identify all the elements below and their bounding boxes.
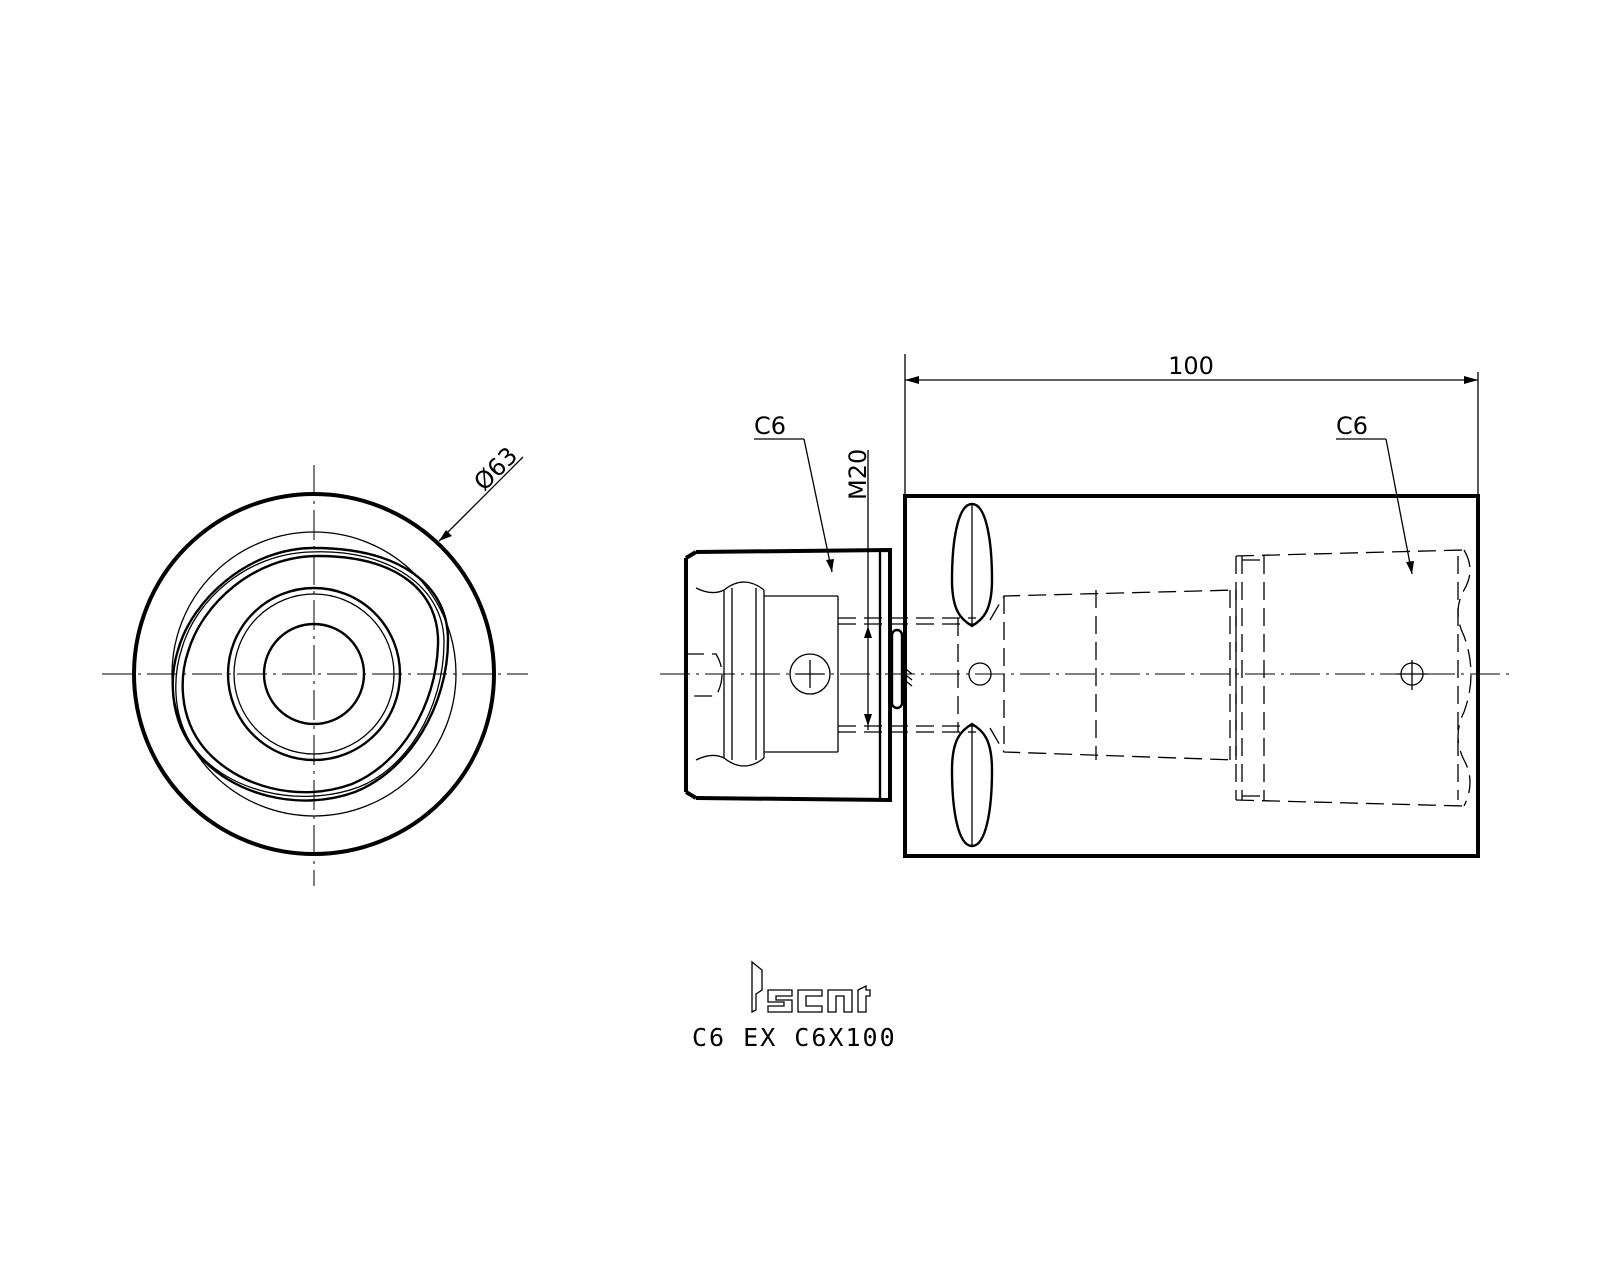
length-label: 100 [1168,352,1214,380]
polygon-profile-3 [175,551,445,798]
diameter-label: Ø63 [468,441,523,496]
shank-groove-bottom [723,757,765,767]
brand-logo [751,960,871,1014]
polygon-profile-outer [171,546,450,802]
receiver-top [1235,549,1465,557]
wrench-screw [890,628,904,710]
front-view: Ø63 [102,441,528,886]
shank-front-arc-top [695,587,725,594]
length-arrow-left [905,376,919,384]
length-arrow-right [1464,376,1478,384]
internal-cone-hidden [989,589,1237,761]
part-number-label: C6 EX C6X100 [692,1023,897,1052]
shank-front-arc-bottom [695,754,725,761]
left-c6-leader [803,438,833,573]
shank-chamfer-bottom [684,790,698,800]
side-view: M20 C6 [660,352,1510,858]
receiver-polygon-edge [1457,549,1472,807]
bore-ring-circle [233,593,395,755]
outer-flange-circle [132,492,496,856]
left-c6-arrow [826,559,834,572]
diameter-arrowhead [439,530,452,541]
body-cross-hole [968,662,992,686]
bore-inner-circle [262,622,366,726]
extension-body [903,494,1480,858]
polygon-profile-inner [181,554,440,794]
right-c6-arrow [1406,561,1414,574]
right-coupling-label: C6 [1336,412,1368,440]
logo-i [751,960,763,1014]
m20-arrow-bottom [864,714,872,726]
shank-groove-top [723,581,765,591]
shank-cross-hole [789,653,831,695]
diameter-leader-line [438,456,524,542]
thread-label: M20 [844,449,872,500]
right-c6-leader [1385,438,1413,575]
title-block: C6 EX C6X100 [692,960,897,1052]
logo-letters [767,984,871,1013]
shank-body-outline [695,547,892,803]
bore-outer-circle [226,586,402,762]
m20-arrow-top [864,626,872,638]
receiver-bottom [1235,799,1465,807]
left-coupling-label: C6 [754,412,786,440]
shank-chamfer-top [684,550,698,560]
shank-end-bore [686,653,723,697]
